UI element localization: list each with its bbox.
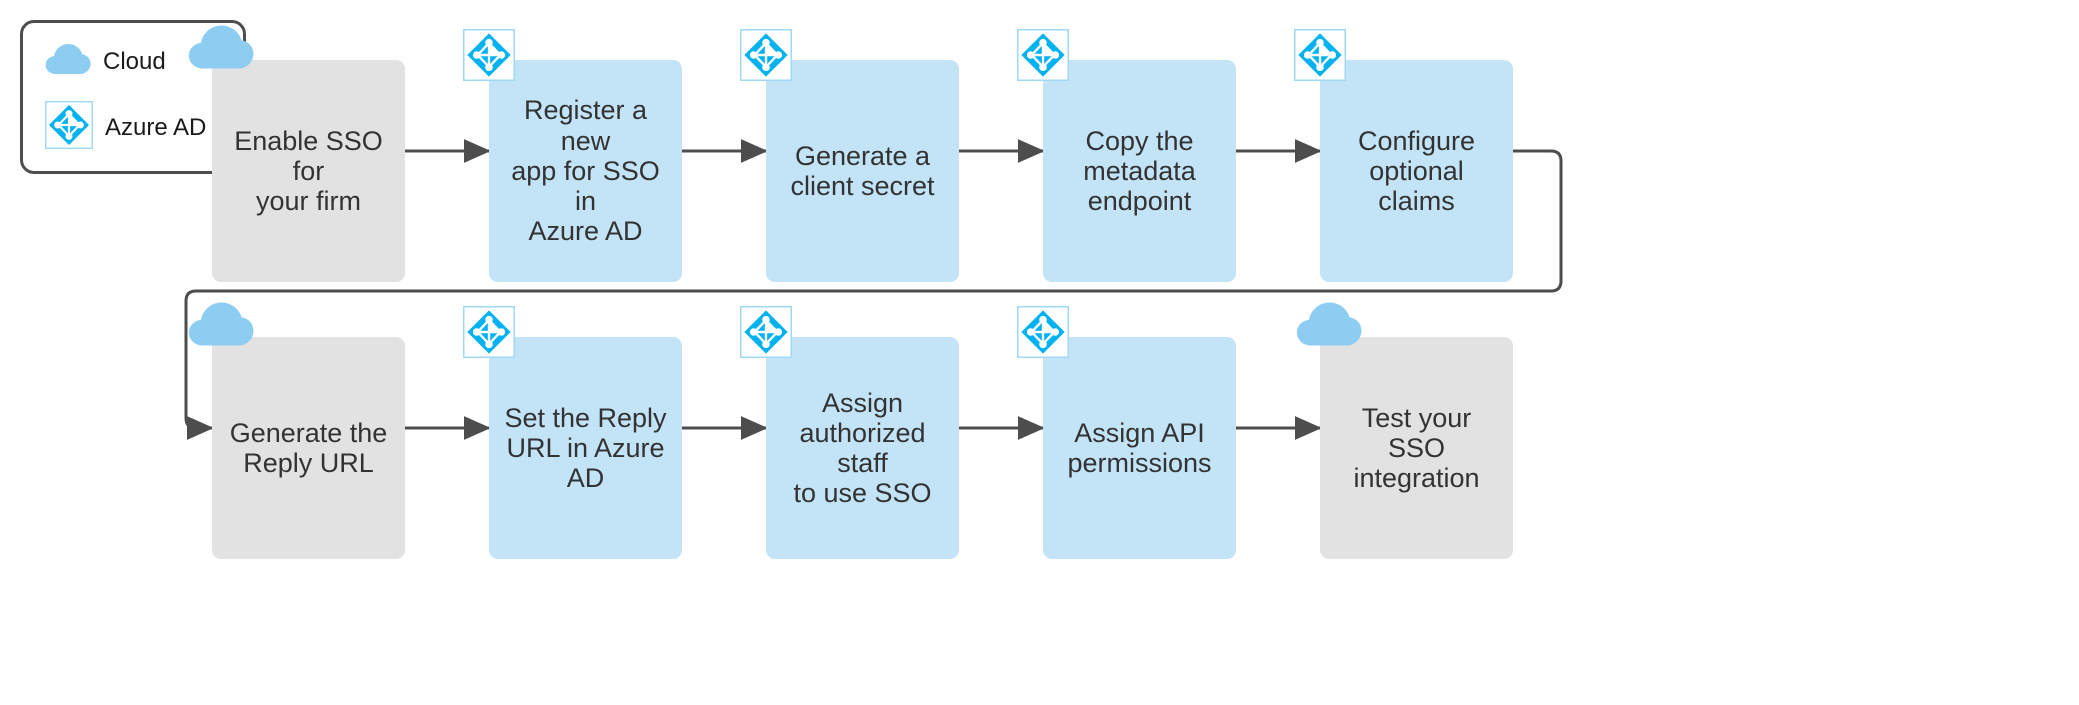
cloud-icon (45, 43, 91, 80)
azure-ad-icon (739, 28, 792, 86)
flow-node-step-8[interactable]: Assign authorized staff to use SSO (739, 305, 959, 559)
flow-node-step-6[interactable]: Generate the Reply URL (188, 302, 405, 559)
azure-ad-icon (1016, 305, 1069, 363)
azure-ad-icon (44, 100, 93, 154)
flow-node-step-7[interactable]: Set the Reply URL in Azure AD (462, 305, 682, 559)
azure-ad-icon (462, 305, 515, 363)
flow-node-step-3[interactable]: Generate a client secret (739, 28, 959, 282)
azure-ad-icon (739, 305, 792, 363)
flow-node-label: Configure optional claims (1357, 125, 1476, 217)
legend-item-cloud: Cloud (45, 43, 166, 80)
flow-node-label: Generate a client secret (790, 140, 935, 201)
azure-ad-icon (1293, 28, 1346, 86)
flow-node-step-2[interactable]: Register a new app for SSO in Azure AD (462, 28, 682, 282)
cloud-icon (188, 301, 254, 352)
flow-node-label: Assign API permissions (1067, 417, 1212, 478)
flow-node-step-10[interactable]: Test your SSO integration (1296, 302, 1513, 559)
legend-label-cloud: Cloud (103, 47, 166, 75)
flow-node-label: Set the Reply URL in Azure AD (504, 402, 667, 494)
flow-node-step-1[interactable]: Enable SSO for your firm (188, 25, 405, 282)
legend-label-azure-ad: Azure AD (105, 113, 207, 141)
flow-node-label: Copy the metadata endpoint (1083, 125, 1196, 217)
azure-ad-icon (1016, 28, 1069, 86)
cloud-icon (1296, 301, 1362, 352)
azure-ad-icon (462, 28, 515, 86)
flow-node-label: Generate the Reply URL (229, 417, 388, 478)
flow-node-step-5[interactable]: Configure optional claims (1293, 28, 1513, 282)
flow-node-label: Enable SSO for your firm (234, 125, 383, 217)
flow-node-label: Assign authorized staff to use SSO (793, 387, 932, 509)
flow-node-label: Register a new app for SSO in Azure AD (511, 95, 660, 247)
flow-node-step-4[interactable]: Copy the metadata endpoint (1016, 28, 1236, 282)
legend-item-azure-ad: Azure AD (44, 100, 207, 154)
flow-node-step-9[interactable]: Assign API permissions (1016, 305, 1236, 559)
flow-node-label: Test your SSO integration (1353, 402, 1480, 494)
